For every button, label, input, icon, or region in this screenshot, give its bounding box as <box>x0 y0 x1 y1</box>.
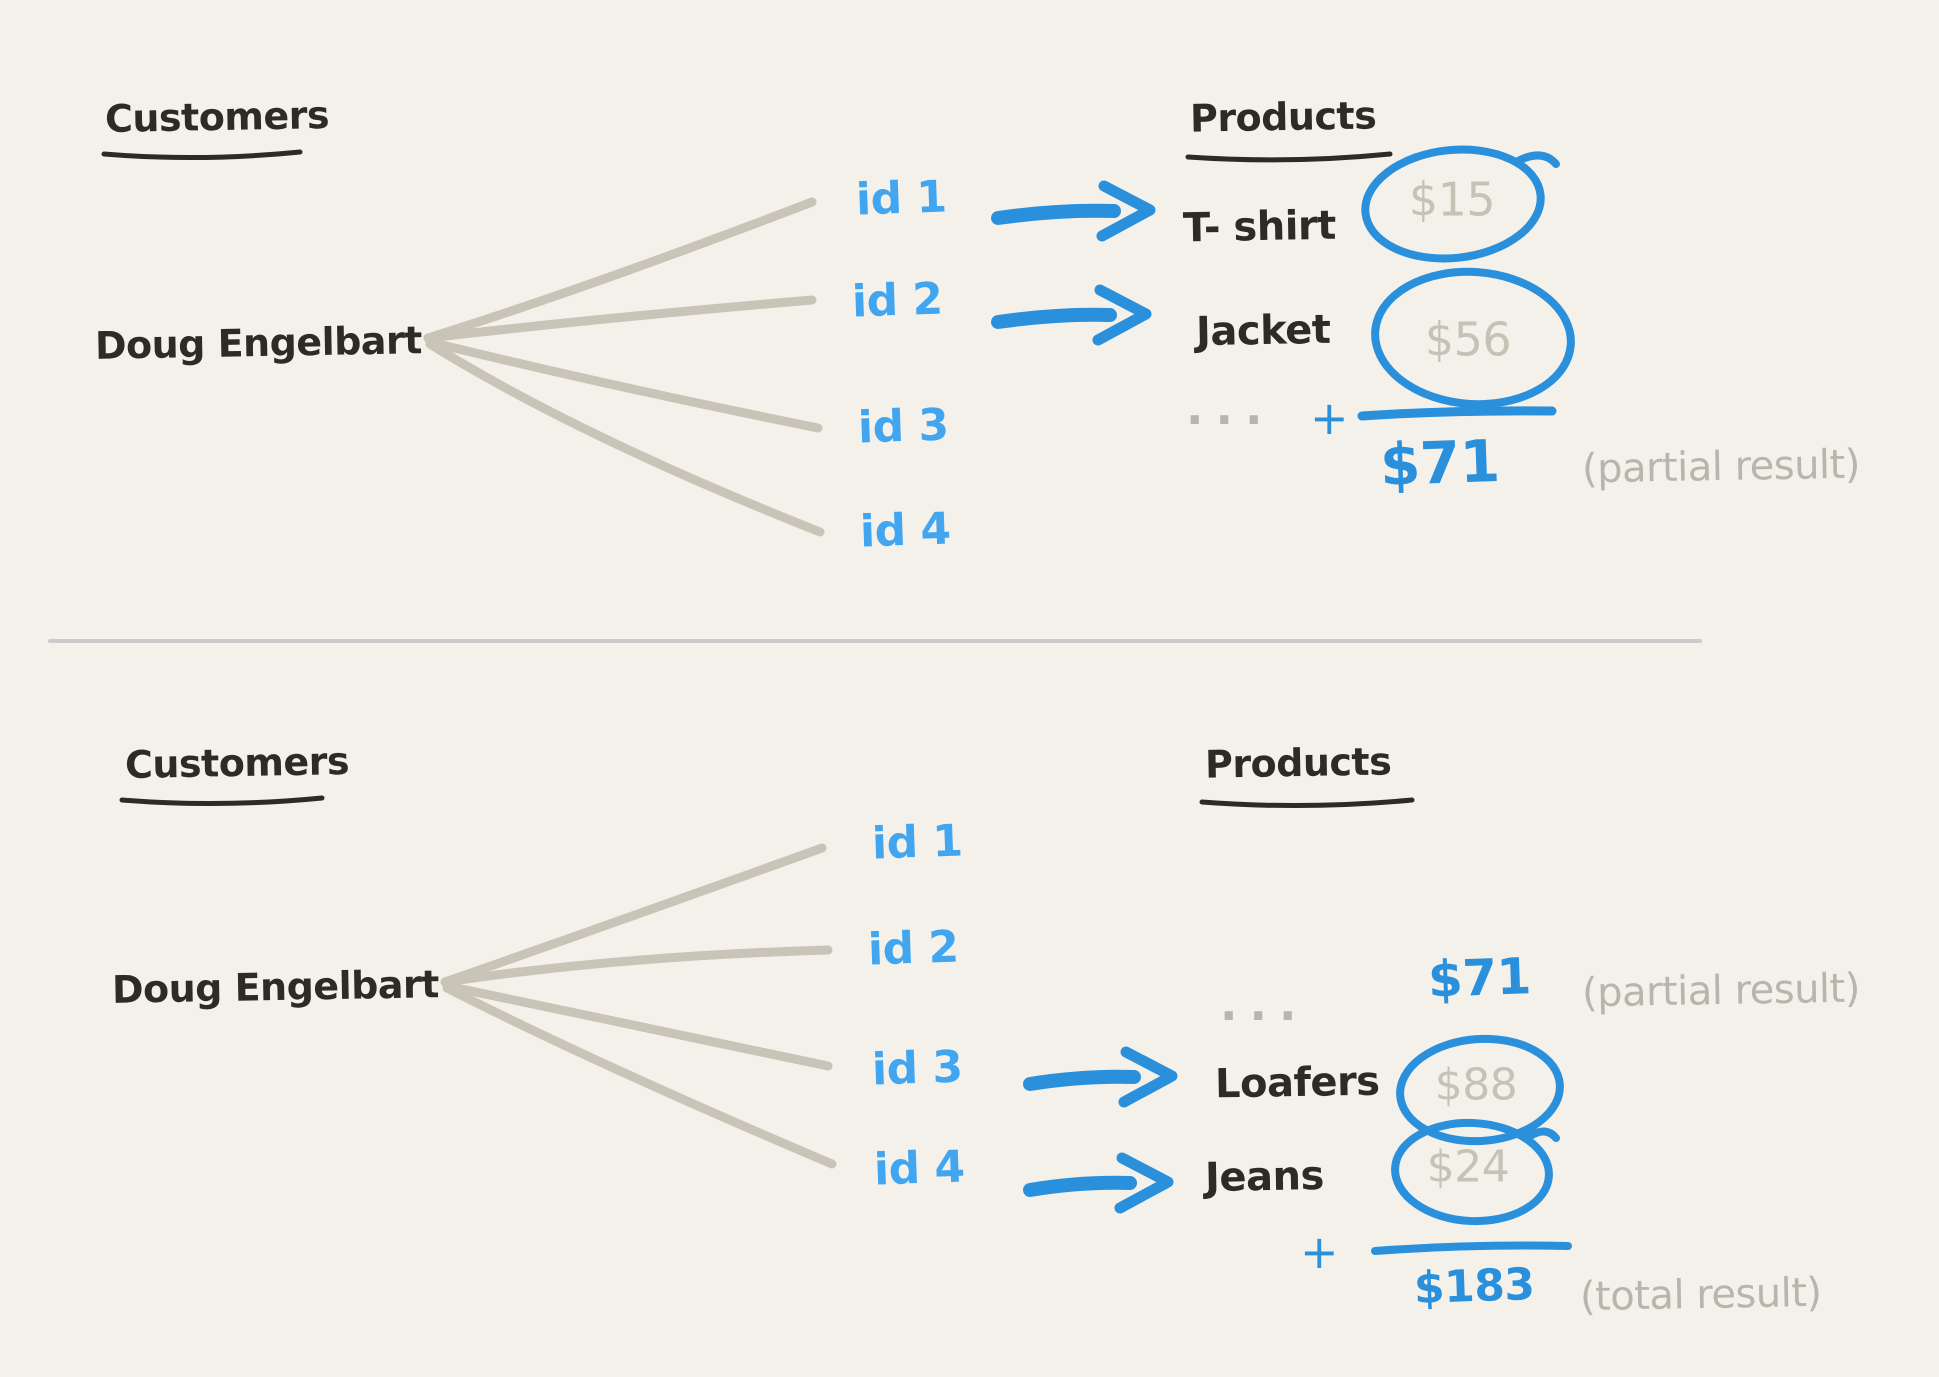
plus-sign-bottom: + <box>1300 1225 1339 1279</box>
id-label-bottom-1: id 1 <box>871 815 964 870</box>
heading-underline <box>1199 797 1415 809</box>
product-price-loafers: $88 <box>1434 1059 1518 1111</box>
fan-line <box>425 337 823 433</box>
product-price-tshirt: $15 <box>1408 172 1496 227</box>
sum-line <box>1357 406 1557 421</box>
price-circle <box>1371 267 1575 409</box>
fan-connectors-bottom <box>440 843 837 1169</box>
customers-heading-top: Customers <box>104 93 330 141</box>
fan-line <box>423 197 817 343</box>
fan-line <box>442 983 837 1169</box>
heading-underlines <box>101 149 1415 809</box>
fan-line <box>423 295 817 343</box>
price-circle <box>1391 1118 1553 1226</box>
fan-line <box>425 339 825 537</box>
heading-underline <box>119 795 325 807</box>
price-circle <box>1361 145 1545 263</box>
id-label-top-3: id 3 <box>857 399 950 454</box>
product-name-jacket: Jacket <box>1195 306 1331 356</box>
heading-underline <box>101 149 303 161</box>
id-label-top-1: id 1 <box>855 171 948 226</box>
plus-sign-top: + <box>1310 391 1349 445</box>
total-result-note: (total result) <box>1579 1269 1822 1321</box>
product-price-jeans: $24 <box>1426 1141 1510 1193</box>
customer-name-bottom: Doug Engelbart <box>111 962 440 1012</box>
sum-line <box>1371 1241 1572 1255</box>
id-label-top-4: id 4 <box>859 503 952 558</box>
arrow-icon <box>991 180 1156 242</box>
customer-name-top: Doug Engelbart <box>94 318 423 368</box>
id-label-top-2: id 2 <box>851 273 944 328</box>
fan-connectors-top <box>423 197 825 537</box>
carryover-sum-bottom: $71 <box>1426 947 1532 1009</box>
partial-sum-top: $71 <box>1378 426 1501 500</box>
id-label-bottom-2: id 2 <box>867 921 960 976</box>
product-name-tshirt: T- shirt <box>1182 202 1337 252</box>
products-heading-bottom: Products <box>1204 739 1392 787</box>
sum-lines <box>1357 406 1572 1255</box>
fan-line <box>440 945 833 987</box>
heading-underline <box>1185 151 1393 163</box>
fan-line <box>442 981 833 1071</box>
price-circles <box>1361 145 1575 1226</box>
id-label-bottom-4: id 4 <box>873 1141 966 1196</box>
total-sum: $183 <box>1413 1258 1536 1315</box>
fan-line <box>440 843 827 987</box>
ellipsis-bottom: ... <box>1220 977 1309 1031</box>
arrow-icon <box>1023 1152 1174 1214</box>
product-price-jacket: $56 <box>1424 312 1512 367</box>
partial-result-note-bottom: (partial result) <box>1581 965 1861 1017</box>
id-label-bottom-3: id 3 <box>871 1041 964 1096</box>
price-circle-tail <box>1526 1127 1560 1142</box>
arrow-icon <box>991 284 1152 346</box>
price-circle <box>1396 1034 1564 1146</box>
ellipsis-top: ... <box>1186 381 1275 435</box>
price-circle-tail <box>1512 151 1560 168</box>
customers-heading-bottom: Customers <box>124 739 350 787</box>
mapping-arrows <box>991 180 1178 1214</box>
product-name-loafers: Loafers <box>1214 1058 1380 1108</box>
partial-result-note-top: (partial result) <box>1581 441 1861 493</box>
product-name-jeans: Jeans <box>1204 1152 1325 1202</box>
products-heading-top: Products <box>1189 93 1377 141</box>
arrow-icon <box>1023 1046 1178 1108</box>
